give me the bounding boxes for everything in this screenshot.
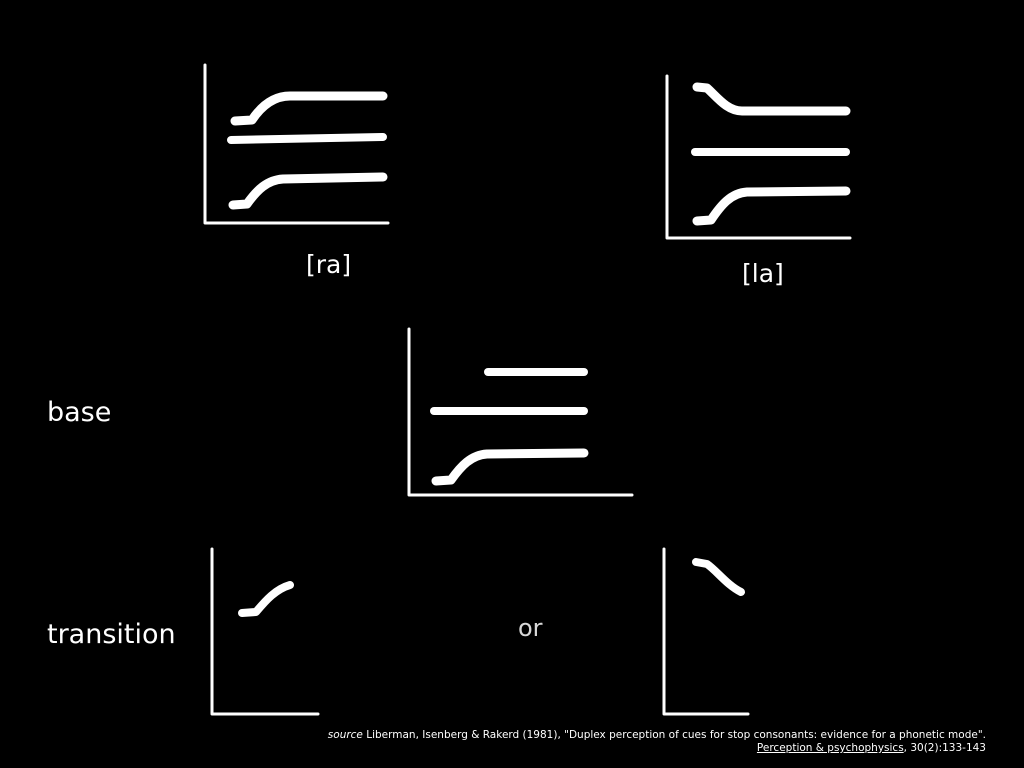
la-formant-3 (692, 82, 851, 116)
base-schematic (407, 327, 634, 497)
ra-formant-3 (230, 91, 388, 126)
ra-axes (203, 63, 390, 225)
source-line-2: Perception & psychophysics, 30(2):133-14… (328, 742, 986, 755)
source-citation: source Liberman, Isenberg & Rakerd (1981… (328, 729, 986, 755)
ra-label: [ra] (306, 250, 352, 279)
transition-rising-schematic (210, 547, 320, 716)
source-line-1: source Liberman, Isenberg & Rakerd (1981… (328, 729, 986, 742)
source-prefix: source (327, 729, 363, 741)
transition-falling-formant (692, 558, 745, 596)
or-label: or (518, 614, 543, 642)
transition-label: transition (47, 619, 176, 650)
source-details: , 30(2):133-143 (903, 742, 986, 754)
base-formant-1 (431, 448, 589, 486)
transition-falling-axes (662, 547, 750, 716)
la-formant-1 (692, 186, 851, 226)
ra-formant-2 (227, 133, 387, 144)
ra-formant-1 (228, 172, 388, 210)
source-journal-link[interactable]: Perception & psychophysics (756, 742, 904, 754)
transition-falling-schematic (662, 547, 750, 716)
base-axes (407, 327, 634, 497)
transition-rising-formant (238, 581, 294, 617)
ra-schematic (203, 63, 390, 225)
transition-rising-axes (210, 547, 320, 716)
la-schematic (665, 74, 852, 240)
source-citation-text: Liberman, Isenberg & Rakerd (1981), "Dup… (366, 729, 986, 741)
base-label: base (47, 397, 112, 428)
la-axes (665, 74, 852, 240)
la-label: [la] (742, 259, 784, 288)
